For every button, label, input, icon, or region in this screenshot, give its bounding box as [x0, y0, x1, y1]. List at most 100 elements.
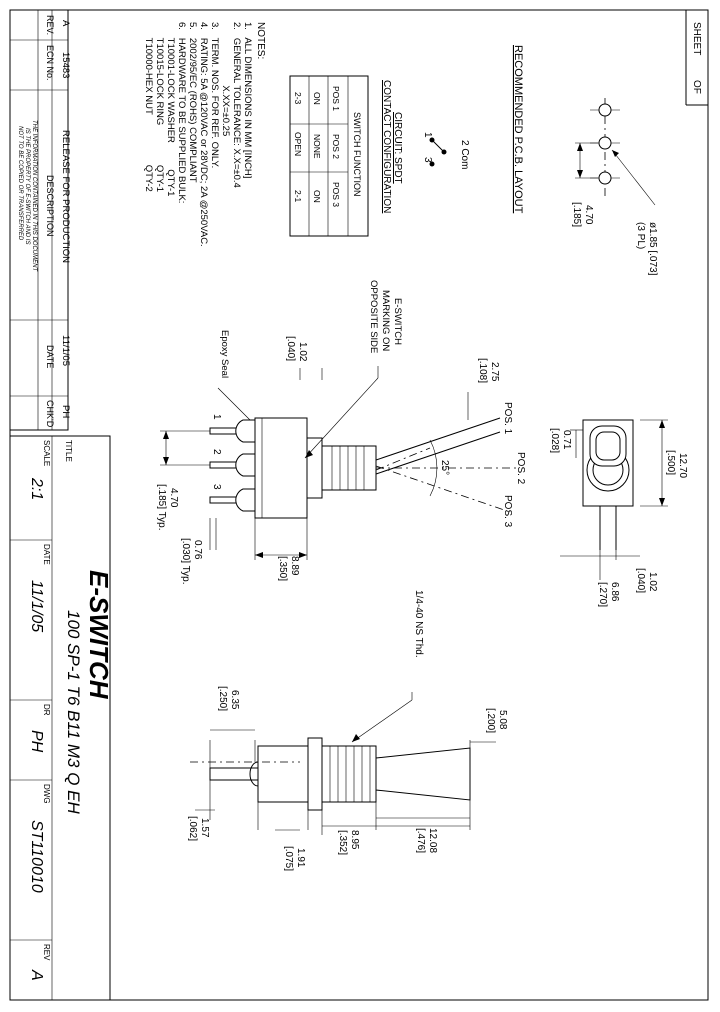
date-value: 11/1/05 — [28, 580, 45, 632]
top-dim-1270-in: [.500] — [665, 450, 676, 475]
marking-label-1: E-SWITCH — [392, 298, 403, 345]
pcb-hole-3 — [598, 171, 612, 185]
revision-block: REV. ECN No. DESCRIPTION DATE CHK'D A 15… — [9, 9, 71, 431]
notice-line: NOT TO BE COPIED OR TRANSFERRED — [17, 126, 23, 241]
rev-value: A — [60, 20, 71, 27]
side-dim-076-mm: 0.76 — [192, 540, 203, 560]
pcb-layout: RECOMMENDED P.C.B. LAYOUT ø1.85 [.073] (… — [512, 45, 658, 276]
pos2-header: POS 2 — [331, 134, 341, 159]
marking-label-3: OPPOSITE SIDE — [368, 280, 379, 353]
front-dim-1208-mm: 12.08 — [427, 828, 438, 853]
scale-value: 2:1 — [28, 477, 45, 500]
note-line: 3. TERM. NOS. FOR REF. ONLY. — [209, 22, 220, 168]
top-dim-102-mm: 1.02 — [647, 572, 658, 592]
ecn-header: ECN No. — [45, 45, 55, 81]
side-terminal-1: 1 — [211, 414, 222, 420]
func-pos2: NONE — [312, 134, 322, 159]
side-dim-889-in: [.350] — [277, 556, 288, 581]
top-view: 12.70 [.500] 0.71 [.028] 6.86 [.270] 1.0… — [549, 419, 688, 607]
pcb-hole-1 — [598, 103, 612, 117]
dwg-label: DWG — [42, 784, 51, 804]
top-dim-071-mm: 0.71 — [561, 430, 572, 450]
front-dim-508-in: [.200] — [485, 708, 496, 733]
hole-qty-label: (3 PL) — [635, 222, 646, 249]
thread-label: 1/4-40 NS Thd. — [413, 590, 424, 658]
marking-label-2: MARKING ON — [380, 290, 391, 351]
rev-header: REV. — [45, 15, 55, 35]
ecn-value: 15483 — [60, 52, 71, 78]
front-dim-895-in: [.352] — [337, 830, 348, 855]
note-line: 6. HARDWARE TO BE SUPPLIED BULK: — [176, 22, 187, 203]
pcb-layout-title: RECOMMENDED P.C.B. LAYOUT — [512, 45, 524, 214]
note-line: 4. RATING: 5A @120VAC or 28VDC; 2A @250V… — [198, 22, 209, 247]
title-block: TITLE E-SWITCH 100 SP-1 T6 B11 M3 Q EH S… — [9, 435, 114, 1001]
date-header: DATE — [45, 345, 55, 368]
front-view: 1/4-40 NS Thd. 6.35 [.250] 5.08 [.200] — [187, 590, 508, 871]
front-dim-635-mm: 6.35 — [229, 690, 240, 710]
scale-label: SCALE — [42, 440, 51, 466]
side-dim-275-mm: 2.75 — [489, 362, 500, 382]
pos1-label: POS. 1 — [502, 402, 513, 435]
circuit-t3: 3 — [422, 157, 433, 163]
hole-dia-label: ø1.85 [.073] — [647, 222, 658, 276]
notes-section: NOTES: 1. ALL DIMENSIONS IN MM [INCH] 2.… — [143, 22, 266, 247]
circuit-title: CIRCUIT: SPDT — [392, 112, 403, 184]
com-label: 2 Com — [459, 140, 470, 169]
pos3-label: POS. 3 — [502, 495, 513, 528]
note-line: 5. 2002/95/EC (ROHS) COMPLIANT — [187, 22, 198, 183]
side-terminal-2: 2 — [211, 449, 222, 455]
circuit-t1: 1 — [422, 132, 433, 138]
side-dim-076-in: [.030] Typ. — [180, 538, 191, 585]
term-pos1: 2-3 — [293, 92, 303, 105]
date-value: 11/1/05 — [60, 335, 71, 366]
notes-heading: NOTES: — [255, 22, 266, 59]
side-view: E-SWITCH MARKING ON OPPOSITE SIDE Epoxy … — [156, 280, 526, 585]
dr-value: PH — [28, 730, 45, 753]
pcb-hole-2 — [598, 136, 612, 150]
front-dim-191-mm: 1.91 — [295, 848, 306, 868]
side-dim-102-mm: 1.02 — [297, 342, 308, 362]
sheet-label: SHEET — [691, 22, 702, 55]
pos2-label: POS. 2 — [515, 452, 526, 485]
epoxy-seal-label: Epoxy Seal — [219, 330, 230, 378]
angle-label: 25° — [439, 460, 450, 475]
chkd-header: CHK'D — [45, 400, 55, 428]
chkd-value: PH — [60, 405, 71, 418]
sheet-box: SHEET OF — [685, 10, 708, 106]
description-header: DESCRIPTION — [45, 175, 55, 237]
note-line: X.XX=±0.25 — [220, 22, 231, 136]
rev-label: REV — [42, 944, 51, 961]
side-dim-275-in: [.108] — [477, 358, 488, 383]
eswitch-logo: E-SWITCH — [84, 570, 114, 700]
front-dim-191-in: [.075] — [283, 846, 294, 871]
top-dim-102-in: [.040] — [635, 568, 646, 593]
dr-label: DR — [42, 704, 51, 716]
top-dim-1270-mm: 12.70 — [677, 453, 688, 478]
pos3-header: POS 3 — [331, 182, 341, 207]
notice-line: IS THE PROPERTY OF E-SWITCH AND IS — [24, 128, 30, 244]
top-dim-071-in: [.028] — [549, 428, 560, 453]
of-label: OF — [691, 80, 702, 94]
note-line: T10015-LOCK RING QTY-1 — [154, 22, 165, 192]
top-dim-686-in: [.270] — [597, 582, 608, 607]
note-line: T10000-HEX NUT QTY-2 — [143, 22, 154, 192]
contact-config-title: CONTACT CONFIGURATION — [381, 80, 392, 213]
title-value: 100 SP-1 T6 B11 M3 Q EH — [64, 610, 83, 814]
description-value: RELEASE FOR PRODUCTION — [60, 130, 71, 263]
front-dim-895-mm: 8.95 — [349, 830, 360, 850]
term-pos3: 2-1 — [293, 190, 303, 203]
date-label: DATE — [42, 544, 51, 565]
front-dim-157-mm: 1.57 — [199, 818, 210, 838]
side-dim-102-in: [.040] — [285, 336, 296, 361]
term-pos2: OPEN — [293, 132, 303, 156]
title-label: TITLE — [64, 440, 73, 462]
top-dim-686-mm: 6.86 — [609, 582, 620, 602]
switch-function-table — [289, 75, 369, 237]
dwg-value: ST110010 — [28, 820, 45, 893]
circuit-section: CIRCUIT: SPDT CONTACT CONFIGURATION 2 Co… — [289, 75, 470, 237]
func-pos3: ON — [312, 190, 322, 203]
front-dim-508-mm: 5.08 — [497, 710, 508, 730]
side-dim-470-in: [.185] Typ. — [156, 484, 167, 531]
pcb-pitch-mm: 4.70 — [583, 205, 594, 225]
